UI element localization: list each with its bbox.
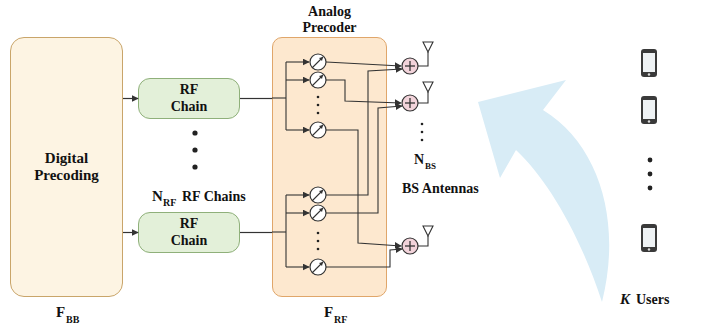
phase-shifter: [310, 205, 326, 221]
phase-shifter: [310, 259, 326, 275]
antenna: [423, 226, 433, 236]
analog-precoder-box: Analog Precoder: [272, 37, 387, 297]
wire: [285, 195, 286, 267]
wire: [286, 129, 309, 130]
count-symbol: N: [152, 188, 163, 205]
box-label: Digital Precoding: [28, 150, 106, 185]
wire: [286, 61, 309, 62]
box-label: RF Chain: [167, 216, 212, 248]
wire: [418, 236, 428, 246]
subscript: BS: [425, 161, 436, 171]
subscript: RF: [163, 197, 176, 208]
antenna: [423, 42, 433, 52]
wire: [286, 212, 309, 213]
user-phone: [641, 224, 657, 252]
subscript: BB: [66, 314, 79, 325]
wire: [286, 79, 309, 80]
subscript: RF: [334, 314, 347, 325]
phase-shifter: [310, 122, 326, 138]
wire: [418, 92, 428, 103]
count-symbol: N: [414, 152, 424, 168]
wire: [272, 97, 286, 98]
phase-shifter: [310, 72, 326, 88]
signal-connector: [123, 98, 138, 99]
wire: [285, 62, 286, 130]
rf-chains-label: RF Chains: [182, 189, 246, 205]
phase-shifter: [310, 54, 326, 70]
wire: [418, 52, 428, 66]
signal-connector: [240, 98, 272, 99]
rf-chain-box: RF Chain: [138, 212, 240, 253]
count-symbol: K: [620, 291, 630, 308]
signal-connector: [123, 232, 138, 233]
signal-connector: [240, 232, 272, 233]
user-phone: [641, 96, 657, 124]
users-label: Users: [636, 292, 669, 308]
wire: [326, 80, 401, 103]
wire: [286, 194, 309, 195]
adder: [402, 238, 418, 254]
user-phone: [641, 49, 657, 77]
wire: [326, 62, 401, 66]
matrix-symbol: F: [324, 304, 333, 321]
phase-shifter: [310, 187, 326, 203]
antenna: [423, 82, 433, 92]
analog-wiring: [272, 52, 428, 267]
adder: [402, 58, 418, 74]
box-label: RF Chain: [167, 82, 212, 114]
wire: [326, 69, 402, 195]
antennas-label: BS Antennas: [402, 181, 479, 197]
box-heading: Analog Precoder: [295, 4, 365, 36]
signal-arrow: [478, 80, 609, 302]
matrix-symbol: F: [56, 304, 65, 321]
wire: [326, 106, 402, 213]
wire: [326, 130, 401, 246]
digital-precoding-box: Digital Precoding: [10, 37, 123, 297]
wire: [286, 266, 309, 267]
adder: [402, 95, 418, 111]
wire: [272, 231, 286, 232]
ellipsis-dots: [192, 96, 652, 251]
wire: [326, 249, 402, 267]
rf-chain-box: RF Chain: [138, 78, 240, 119]
